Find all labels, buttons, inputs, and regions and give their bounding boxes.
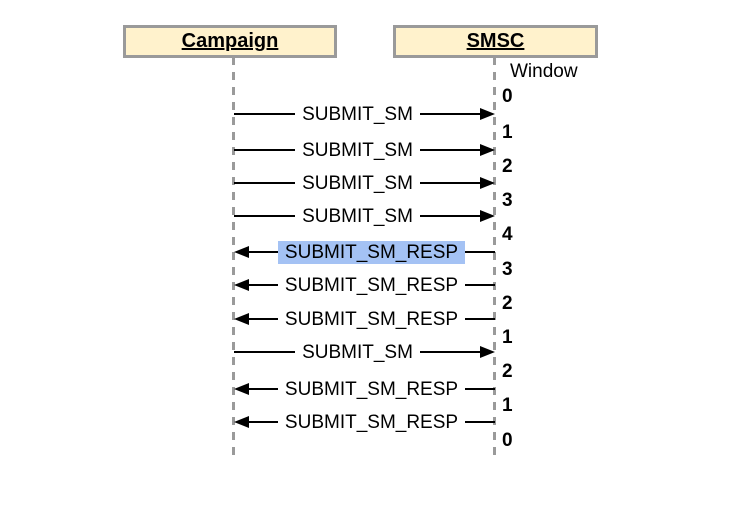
arrowhead-left-icon xyxy=(234,383,249,395)
window-counter-value: 4 xyxy=(502,224,513,245)
message-submit-sm: SUBMIT_SM xyxy=(234,340,496,364)
arrowhead-left-icon xyxy=(234,313,249,325)
message-label: SUBMIT_SM xyxy=(302,103,413,125)
arrowhead-right-icon xyxy=(480,144,496,156)
message-label: SUBMIT_SM xyxy=(302,205,413,227)
message-label: SUBMIT_SM_RESP xyxy=(284,411,459,433)
window-counter-value: 2 xyxy=(502,361,513,382)
message-line xyxy=(234,182,296,184)
message-line xyxy=(465,251,495,253)
message-submit-sm-resp: SUBMIT_SM_RESP xyxy=(234,307,495,331)
message-submit-sm: SUBMIT_SM xyxy=(234,102,496,126)
message-line xyxy=(419,113,482,115)
window-counter-value: 1 xyxy=(502,327,513,348)
message-submit-sm: SUBMIT_SM xyxy=(234,138,496,162)
smsc-lifeline xyxy=(493,57,496,458)
arrowhead-left-icon xyxy=(234,279,249,291)
message-line xyxy=(248,251,278,253)
window-counter-value: 0 xyxy=(502,86,513,107)
window-counter-value: 2 xyxy=(502,293,513,314)
message-submit-sm: SUBMIT_SM xyxy=(234,204,496,228)
window-counter-value: 0 xyxy=(502,430,513,451)
arrowhead-right-icon xyxy=(480,108,496,120)
window-counter-value: 1 xyxy=(502,122,513,143)
actor-label-smsc: SMSC xyxy=(466,30,525,52)
message-label: SUBMIT_SM_RESP xyxy=(284,378,459,400)
message-label: SUBMIT_SM_RESP xyxy=(284,308,459,330)
message-submit-sm-resp: SUBMIT_SM_RESP xyxy=(234,273,495,297)
message-line xyxy=(248,318,278,320)
arrowhead-left-icon xyxy=(234,246,249,258)
message-line xyxy=(465,318,495,320)
message-line xyxy=(234,113,296,115)
window-counter-value: 3 xyxy=(502,190,513,211)
arrowhead-right-icon xyxy=(480,210,496,222)
message-label: SUBMIT_SM xyxy=(302,341,413,363)
message-line xyxy=(465,284,495,286)
arrowhead-left-icon xyxy=(234,416,249,428)
window-counter-value: 3 xyxy=(502,259,513,280)
message-line xyxy=(419,182,482,184)
message-label: SUBMIT_SM_RESP xyxy=(284,274,459,296)
message-submit-sm-resp: SUBMIT_SM_RESP xyxy=(234,410,495,434)
message-line xyxy=(419,351,482,353)
message-line xyxy=(419,149,482,151)
message-line xyxy=(234,149,296,151)
message-label-highlighted: SUBMIT_SM_RESP xyxy=(277,240,466,264)
message-submit-sm-resp: SUBMIT_SM_RESP xyxy=(234,377,495,401)
message-submit-sm: SUBMIT_SM xyxy=(234,171,496,195)
message-line xyxy=(419,215,482,217)
message-line xyxy=(234,351,296,353)
message-line xyxy=(248,421,278,423)
message-label: SUBMIT_SM xyxy=(302,172,413,194)
campaign-lifeline xyxy=(232,57,235,458)
message-line xyxy=(248,388,278,390)
arrowhead-right-icon xyxy=(480,177,496,189)
actor-label-campaign: Campaign xyxy=(181,30,279,52)
message-submit-sm-resp: SUBMIT_SM_RESP xyxy=(234,240,495,264)
message-line xyxy=(465,388,495,390)
window-counter-value: 1 xyxy=(502,395,513,416)
arrowhead-right-icon xyxy=(480,346,496,358)
window-counter-value: 2 xyxy=(502,156,513,177)
message-line xyxy=(248,284,278,286)
window-column-label: Window xyxy=(510,61,578,82)
actor-box-smsc: SMSC xyxy=(393,25,598,58)
message-line xyxy=(465,421,495,423)
message-line xyxy=(234,215,296,217)
actor-box-campaign: Campaign xyxy=(123,25,337,58)
message-label: SUBMIT_SM xyxy=(302,139,413,161)
